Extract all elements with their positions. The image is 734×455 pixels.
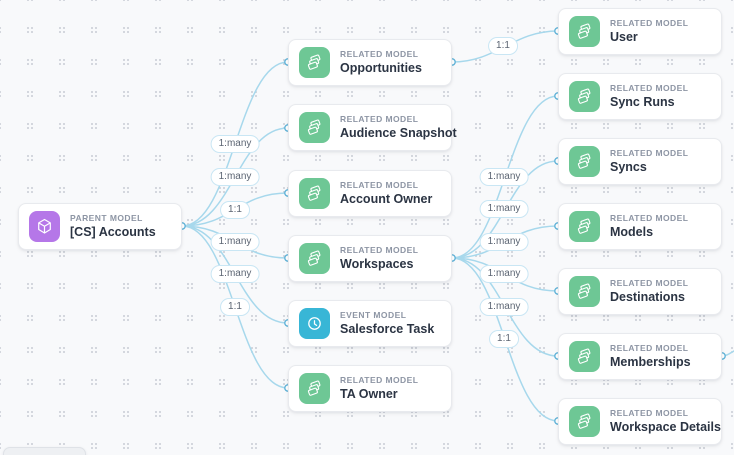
related-model-stack-icon [299, 112, 330, 143]
edge-label: 1:many [210, 168, 260, 186]
node-memberships[interactable]: RELATED MODEL Memberships [558, 333, 722, 380]
node-user[interactable]: RELATED MODEL User [558, 8, 722, 55]
edge-label: 1:many [479, 200, 529, 218]
node-type-label: RELATED MODEL [610, 342, 689, 353]
node-title: [CS] Accounts [70, 224, 156, 239]
edge-label: 1:many [479, 298, 529, 316]
related-model-stack-icon [569, 276, 600, 307]
related-model-stack-icon [569, 406, 600, 437]
node-title: Account Owner [340, 191, 433, 206]
edge-label: 1:many [210, 233, 260, 251]
node-title: Models [610, 224, 654, 239]
node-workspaces[interactable]: RELATED MODEL Workspaces [288, 235, 452, 282]
related-model-stack-icon [569, 81, 600, 112]
node-type-label: RELATED MODEL [340, 48, 419, 59]
related-model-stack-icon [569, 146, 600, 177]
node-syncs[interactable]: RELATED MODEL Syncs [558, 138, 722, 185]
node-destinations[interactable]: RELATED MODEL Destinations [558, 268, 722, 315]
node-audience-snapshot[interactable]: RELATED MODEL Audience Snapshot [288, 104, 457, 151]
edge-label: 1:1 [488, 37, 518, 55]
node-cs-accounts[interactable]: PARENT MODEL [CS] Accounts [18, 203, 182, 250]
related-model-stack-icon [299, 243, 330, 274]
node-title: Sync Runs [610, 94, 675, 109]
node-title: Workspace Details [610, 419, 721, 434]
event-model-clock-icon [299, 308, 330, 339]
node-workspace-details[interactable]: RELATED MODEL Workspace Details [558, 398, 722, 445]
node-title: User [610, 29, 638, 44]
node-type-label: RELATED MODEL [610, 277, 689, 288]
edge-label: 1:1 [220, 298, 250, 316]
node-models[interactable]: RELATED MODEL Models [558, 203, 722, 250]
node-ta-owner[interactable]: RELATED MODEL TA Owner [288, 365, 452, 412]
edge-label: 1:1 [220, 201, 250, 219]
node-opportunities[interactable]: RELATED MODEL Opportunities [288, 39, 452, 86]
node-type-label: RELATED MODEL [340, 374, 419, 385]
node-type-label: RELATED MODEL [340, 113, 419, 124]
edge-label: 1:many [210, 135, 260, 153]
related-model-stack-icon [569, 16, 600, 47]
node-title: TA Owner [340, 386, 398, 401]
related-model-stack-icon [299, 178, 330, 209]
parent-model-cube-icon [29, 211, 60, 242]
node-account-owner[interactable]: RELATED MODEL Account Owner [288, 170, 452, 217]
node-type-label: RELATED MODEL [610, 82, 689, 93]
edge-label: 1:many [479, 265, 529, 283]
node-type-label: RELATED MODEL [610, 407, 689, 418]
node-salesforce-task[interactable]: EVENT MODEL Salesforce Task [288, 300, 452, 347]
node-title: Opportunities [340, 60, 422, 75]
edge-label: 1:1 [489, 330, 519, 348]
bottom-left-panel[interactable] [3, 447, 86, 455]
related-model-stack-icon [299, 47, 330, 78]
node-type-label: RELATED MODEL [340, 244, 419, 255]
node-type-label: RELATED MODEL [340, 179, 419, 190]
node-type-label: RELATED MODEL [610, 212, 689, 223]
edge-label: 1:many [479, 233, 529, 251]
related-model-stack-icon [569, 211, 600, 242]
node-title: Memberships [610, 354, 691, 369]
node-type-label: EVENT MODEL [340, 309, 407, 320]
edge-label: 1:many [210, 265, 260, 283]
node-title: Syncs [610, 159, 647, 174]
node-title: Audience Snapshot [340, 125, 457, 140]
node-type-label: PARENT MODEL [70, 212, 143, 223]
node-sync-runs[interactable]: RELATED MODEL Sync Runs [558, 73, 722, 120]
related-model-stack-icon [569, 341, 600, 372]
node-type-label: RELATED MODEL [610, 147, 689, 158]
edge-label: 1:many [479, 168, 529, 186]
node-title: Salesforce Task [340, 321, 435, 336]
related-model-stack-icon [299, 373, 330, 404]
node-title: Destinations [610, 289, 686, 304]
node-type-label: RELATED MODEL [610, 17, 689, 28]
node-title: Workspaces [340, 256, 414, 271]
